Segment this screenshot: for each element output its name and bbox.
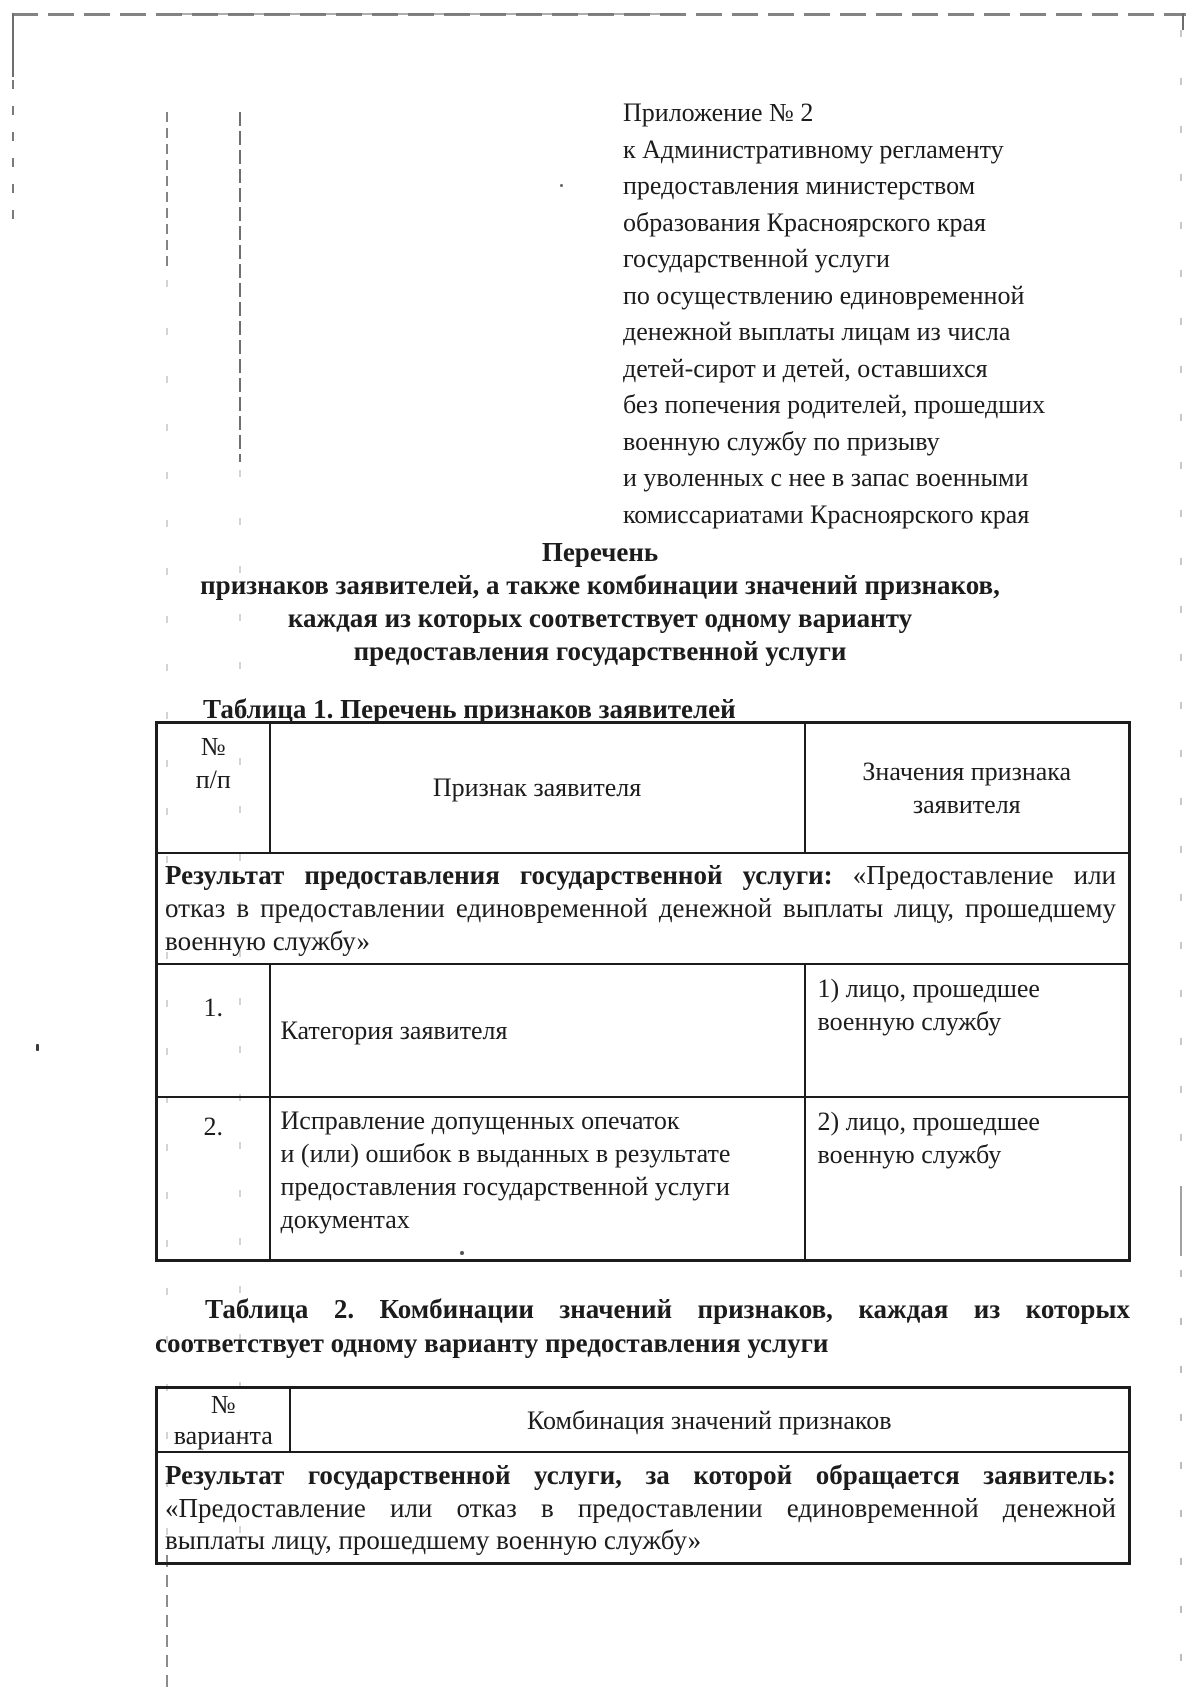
row-number-cell: 2.: [155, 1095, 271, 1262]
column-header-num: № п/п: [155, 721, 271, 854]
scan-artifact-line: [166, 1555, 168, 1695]
result-text: «Предоставление или отказ в предоставлен…: [165, 1492, 1116, 1556]
table-row: 2. Исправление допущенных опечаток и (ил…: [155, 1095, 1131, 1262]
result-cell: Результат предоставления государственной…: [155, 851, 1131, 965]
row-feature-cell: Исправление допущенных опечаток и (или) …: [268, 1095, 806, 1262]
row-value-cell: 1) лицо, прошедшее военную службу: [803, 962, 1131, 1098]
column-header-values: Значения признака заявителя: [803, 721, 1131, 854]
scan-border-left-dashed: [12, 80, 14, 230]
table-applicant-features: № п/п Признак заявителя Значения признак…: [155, 721, 1131, 1262]
row-value-cell: 2) лицо, прошедшее военную службу: [803, 1095, 1131, 1262]
table-header-row: № варианта Комбинация значений признаков: [155, 1386, 1131, 1453]
scan-artifact-line: [1180, 30, 1182, 1160]
scan-artifact-line: [1180, 1186, 1182, 1256]
result-cell: Результат государственной услуги, за кот…: [155, 1451, 1131, 1564]
table1-caption: Таблица 1. Перечень признаков заявителей: [203, 694, 736, 724]
table-result-row: Результат государственной услуги, за кот…: [155, 1451, 1131, 1564]
scan-speck: [560, 184, 563, 187]
table-feature-combinations: № варианта Комбинация значений признаков…: [155, 1386, 1131, 1565]
result-label: Результат предоставления государственной…: [165, 859, 833, 890]
table-header-row: № п/п Признак заявителя Значения признак…: [155, 721, 1131, 854]
column-header-variant-num: № варианта: [155, 1386, 291, 1453]
page-title: Перечень признаков заявителей, а также к…: [200, 537, 1000, 666]
table-row: 1. Категория заявителя 1) лицо, прошедше…: [155, 962, 1131, 1098]
scan-border-right-tick: [1182, 13, 1184, 30]
column-header-combination: Комбинация значений признаков: [288, 1386, 1131, 1453]
scan-artifact-line: [1180, 1270, 1182, 1690]
column-header-feature: Признак заявителя: [268, 721, 806, 854]
appendix-reference-block: Приложение № 2 к Административному регла…: [623, 98, 1046, 529]
row-feature-cell: Категория заявителя: [268, 962, 806, 1098]
result-text: «Предоставление или отказ в предоставлен…: [165, 859, 1116, 956]
scan-artifact-line: [239, 112, 241, 462]
table-result-row: Результат предоставления государственной…: [155, 851, 1131, 965]
result-label: Результат государственной услуги, за кот…: [165, 1460, 1116, 1490]
row-number-cell: 1.: [155, 962, 271, 1098]
column-header-num-line1: №: [200, 732, 226, 761]
column-header-num-line2: п/п: [195, 765, 231, 794]
scan-artifact-line: [166, 112, 168, 272]
scan-speck: [36, 1044, 39, 1051]
scan-border-top-overlay: [180, 13, 680, 15]
scan-border-left-solid: [12, 13, 14, 77]
table2-caption: Таблица 2. Комбинации значений признаков…: [155, 1294, 1130, 1358]
